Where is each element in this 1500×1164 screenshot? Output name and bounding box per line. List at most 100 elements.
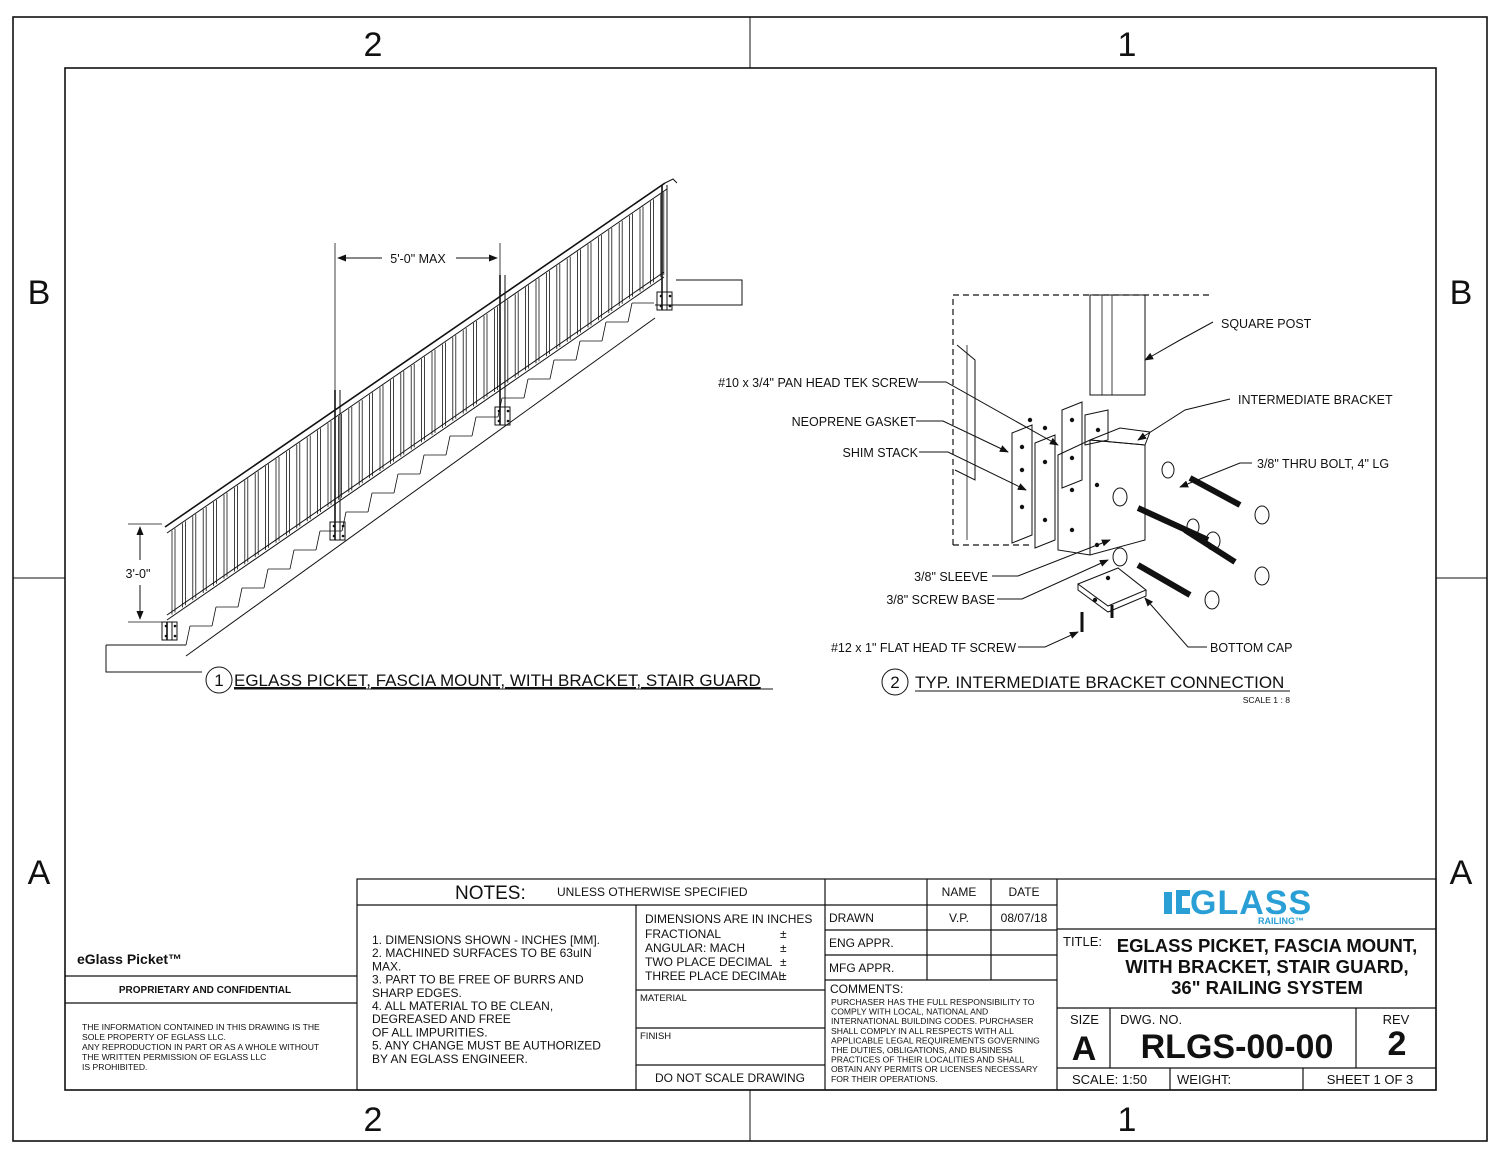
- label-neoprene: NEOPRENE GASKET: [792, 415, 917, 429]
- comment-line-4: SHALL COMPLY IN ALL RESPECTS WITH ALL: [831, 1026, 1014, 1036]
- eng-appr-label: ENG APPR.: [829, 936, 894, 950]
- title-line-1: EGLASS PICKET, FASCIA MOUNT,: [1117, 935, 1417, 956]
- zone-bottom-2: 2: [364, 1101, 383, 1139]
- bracket-screw: [497, 409, 501, 413]
- comment-line-2: COMPLY WITH LOCAL, NATIONAL AND: [831, 1007, 988, 1017]
- comment-line-7: PRACTICES OF THEIR LOCALITIES AND SHALL: [831, 1055, 1024, 1065]
- zone-bottom-1: 1: [1118, 1101, 1137, 1139]
- label-tek-screw: #10 x 3/4" PAN HEAD TEK SCREW: [718, 376, 918, 390]
- stair-riser: [627, 302, 633, 323]
- title-line-2: WITH BRACKET, STAIR GUARD,: [1125, 956, 1408, 977]
- bracket-screw: [173, 634, 177, 638]
- bracket-screw: [659, 304, 663, 308]
- dwg-number: RLGS-00-00: [1141, 1028, 1334, 1066]
- bracket-screw: [164, 624, 168, 628]
- comment-line-6: THE DUTIES, OBLIGATIONS, AND BUSINESS: [831, 1045, 1013, 1055]
- note-line-5: SHARP EDGES.: [372, 986, 462, 1000]
- view2-scale: SCALE 1 : 8: [1243, 695, 1291, 705]
- bracket-detail-view: SQUARE POST #10 x 3/4" PAN HEAD TEK SCRE…: [718, 294, 1393, 705]
- size-label: SIZE: [1070, 1012, 1099, 1027]
- screw-hole: [1105, 575, 1111, 581]
- weight-label: WEIGHT:: [1177, 1072, 1231, 1087]
- label-sleeve: 3/8" SLEEVE: [914, 570, 988, 584]
- view1-number: 1: [214, 671, 223, 690]
- note-line-6: 4. ALL MATERIAL TO BE CLEAN,: [372, 999, 553, 1013]
- drawn-name: V.P.: [949, 911, 969, 925]
- zone-left-a: A: [28, 854, 51, 892]
- post-bracket: [656, 291, 673, 311]
- screw-hole: [1069, 487, 1075, 493]
- stair-riser: [549, 359, 555, 380]
- view2-number: 2: [890, 673, 899, 692]
- notes-heading: NOTES:: [455, 883, 526, 904]
- post-bracket: [161, 621, 178, 641]
- note-line-1: 1. DIMENSIONS SHOWN - INCHES [MM].: [372, 933, 600, 947]
- comment-line-9: FOR THEIR OPERATIONS.: [831, 1074, 938, 1084]
- stair-riser: [315, 530, 321, 551]
- label-flat-screw: #12 x 1" FLAT HEAD TF SCREW: [831, 641, 1016, 655]
- product-name: eGlass Picket™: [77, 951, 182, 967]
- legal-line-2: SOLE PROPERTY OF EGLASS LLC.: [82, 1032, 226, 1042]
- sheet-label: SHEET 1 OF 3: [1327, 1072, 1413, 1087]
- comments-label: COMMENTS:: [830, 982, 903, 996]
- drawn-date: 08/07/18: [1001, 911, 1048, 925]
- bracket-screw: [497, 419, 501, 423]
- name-header: NAME: [942, 885, 977, 899]
- zone-top-2: 2: [364, 26, 383, 64]
- label-intermediate-bracket: INTERMEDIATE BRACKET: [1238, 393, 1393, 407]
- stair-riser: [575, 340, 581, 361]
- bracket-screw: [164, 634, 168, 638]
- screw-hole: [1069, 527, 1075, 533]
- rev-label: REV: [1383, 1012, 1410, 1027]
- legal-line-3: ANY REPRODUCTION IN PART OR AS A WHOLE W…: [82, 1042, 320, 1052]
- note-line-10: BY AN EGLASS ENGINEER.: [372, 1052, 528, 1066]
- legal-line-5: IS PROHIBITED.: [82, 1062, 147, 1072]
- bracket-screw: [506, 409, 510, 413]
- finish-label: FINISH: [640, 1031, 671, 1042]
- label-shim: SHIM STACK: [843, 446, 919, 460]
- label-square-post: SQUARE POST: [1221, 317, 1312, 331]
- zone-top-1: 1: [1118, 26, 1137, 64]
- screw-hole: [1094, 482, 1100, 488]
- drawn-label: DRAWN: [829, 911, 874, 925]
- note-line-9: 5. ANY CHANGE MUST BE AUTHORIZED: [372, 1039, 601, 1053]
- tol-pm-4: ±: [780, 969, 787, 983]
- screw-hole: [1069, 417, 1075, 423]
- screw-hole: [1019, 467, 1025, 473]
- stair-riser: [445, 435, 451, 456]
- title-block: eGlass Picket™ PROPRIETARY AND CONFIDENT…: [65, 878, 1437, 1091]
- title-line-3: 36" RAILING SYSTEM: [1171, 977, 1363, 998]
- label-bottom-cap: BOTTOM CAP: [1210, 641, 1292, 655]
- notes-subheading: UNLESS OTHERWISE SPECIFIED: [557, 885, 748, 899]
- screw-hole: [1019, 444, 1025, 450]
- bracket-screw: [506, 419, 510, 423]
- zone-right-a: A: [1450, 854, 1473, 892]
- bracket-screw: [173, 624, 177, 628]
- view1-caption: EGLASS PICKET, FASCIA MOUNT, WITH BRACKE…: [234, 671, 761, 690]
- tol-pm-2: ±: [780, 941, 787, 955]
- comment-line-8: OBTAIN ANY PERMITS OR LICENSES NECESSARY: [831, 1064, 1038, 1074]
- screw-hole: [1042, 425, 1048, 431]
- bracket-screw: [332, 534, 336, 538]
- tol-line-4: TWO PLACE DECIMAL: [645, 955, 773, 969]
- stair-riser: [419, 454, 425, 475]
- tol-line-3: ANGULAR: MACH: [645, 941, 745, 955]
- stair-guard-view: 5'-0" MAX 3'-0" 1 EGLASS PICKET, FASCIA …: [105, 178, 773, 694]
- stair-riser: [211, 606, 217, 627]
- post-bracket: [329, 521, 346, 541]
- post-bracket: [494, 406, 511, 426]
- zone-right-b: B: [1450, 274, 1473, 312]
- label-screw-base: 3/8" SCREW BASE: [886, 593, 995, 607]
- note-line-3: MAX.: [372, 959, 401, 973]
- stair-riser: [601, 321, 607, 342]
- bracket-screw: [668, 304, 672, 308]
- dim-height: 3'-0": [126, 567, 151, 581]
- material-label: MATERIAL: [640, 993, 687, 1004]
- label-thru-bolt: 3/8" THRU BOLT, 4" LG: [1257, 457, 1389, 471]
- tol-line-1: DIMENSIONS ARE IN INCHES: [645, 912, 812, 926]
- do-not-scale: DO NOT SCALE DRAWING: [655, 1071, 805, 1085]
- size-value: A: [1072, 1030, 1097, 1068]
- tol-pm-1: ±: [780, 927, 787, 941]
- tol-pm-3: ±: [780, 955, 787, 969]
- comment-line-1: PURCHASER HAS THE FULL RESPONSIBILITY TO: [831, 997, 1035, 1007]
